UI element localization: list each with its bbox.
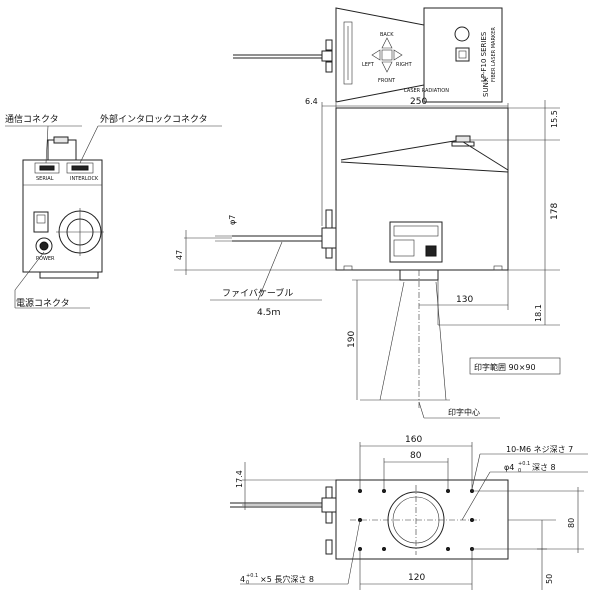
top-label-sub: FIBER LASER MARKER — [491, 27, 497, 82]
label-fiber-cable: ファイバケーブル — [222, 287, 293, 299]
label-print-center: 印字中心 — [448, 407, 480, 417]
beam-cone — [360, 270, 450, 410]
dim-190: 190 — [347, 331, 357, 348]
dim-47: 47 — [175, 250, 184, 260]
front-panel-power: POWER — [36, 256, 55, 262]
dim-80-right: 80 — [567, 518, 576, 528]
dim-18-1: 18.1 — [534, 304, 543, 322]
front-view: SERIAL INTERLOCK POWER — [22, 136, 104, 279]
dim-250: 250 — [410, 97, 427, 107]
top-label-front: FRONT — [378, 78, 396, 84]
side-view — [232, 107, 509, 281]
note-slot-sup: +0.1 — [246, 573, 258, 579]
bottom-view-dimensions — [240, 442, 588, 590]
front-panel-interlock: INTERLOCK — [70, 176, 99, 182]
dim-50: 50 — [545, 574, 554, 584]
dim-120: 120 — [408, 573, 425, 583]
note-hole-depth: 深さ 8 — [532, 463, 556, 472]
note-hole-sup: +0.1 — [518, 461, 530, 467]
dim-130: 130 — [456, 295, 473, 305]
front-panel-serial: SERIAL — [36, 176, 54, 182]
top-view: BACK LEFT RIGHT FRONT LASER RADIATION LP… — [233, 7, 503, 103]
dim-15-5: 15.5 — [550, 110, 559, 128]
dim-160: 160 — [405, 435, 422, 445]
note-slot: 4 +0.1 0 ×5 長穴深さ 8 — [240, 573, 314, 586]
note-slot-main: 4 — [240, 575, 245, 584]
note-hole-main: φ4 — [504, 463, 514, 472]
note-slot-rest: ×5 長穴深さ 8 — [260, 574, 314, 584]
tap-holes — [358, 489, 474, 551]
note-hole: φ4 +0.1 0 深さ 8 — [504, 461, 556, 474]
label-comm-connector: 通信コネクタ — [5, 113, 59, 125]
top-label-model: LP-F10 SERIES — [480, 31, 488, 82]
direction-cross-icon — [371, 37, 403, 73]
dim-17-4: 17.4 — [235, 470, 244, 488]
bottom-view — [230, 479, 509, 560]
print-range-box — [469, 357, 561, 375]
label-fiber-length: 4.5ｍ — [257, 308, 280, 318]
side-view-dimensions — [174, 100, 560, 419]
label-power-connector: 電源コネクタ — [16, 298, 70, 309]
dim-80-top: 80 — [410, 451, 422, 461]
top-label-laser: LASER RADIATION — [404, 88, 449, 94]
front-view-leaders — [5, 125, 222, 309]
label-print-range: 印字範囲 90×90 — [474, 362, 536, 372]
label-interlock-connector: 外部インタロックコネクタ — [100, 113, 208, 125]
note-hole-sub: 0 — [518, 468, 521, 474]
dim-178: 178 — [550, 203, 560, 220]
dim-phi7: φ7 — [228, 215, 237, 225]
top-label-right: RIGHT — [396, 62, 413, 68]
top-label-left: LEFT — [362, 62, 375, 68]
note-tap: 10-M6 ネジ深さ 7 — [506, 445, 573, 454]
top-label-brand: SUNX — [482, 77, 490, 97]
top-label-back: BACK — [380, 32, 394, 38]
note-slot-sub: 0 — [246, 580, 249, 586]
dim-6-4: 6.4 — [305, 97, 318, 106]
